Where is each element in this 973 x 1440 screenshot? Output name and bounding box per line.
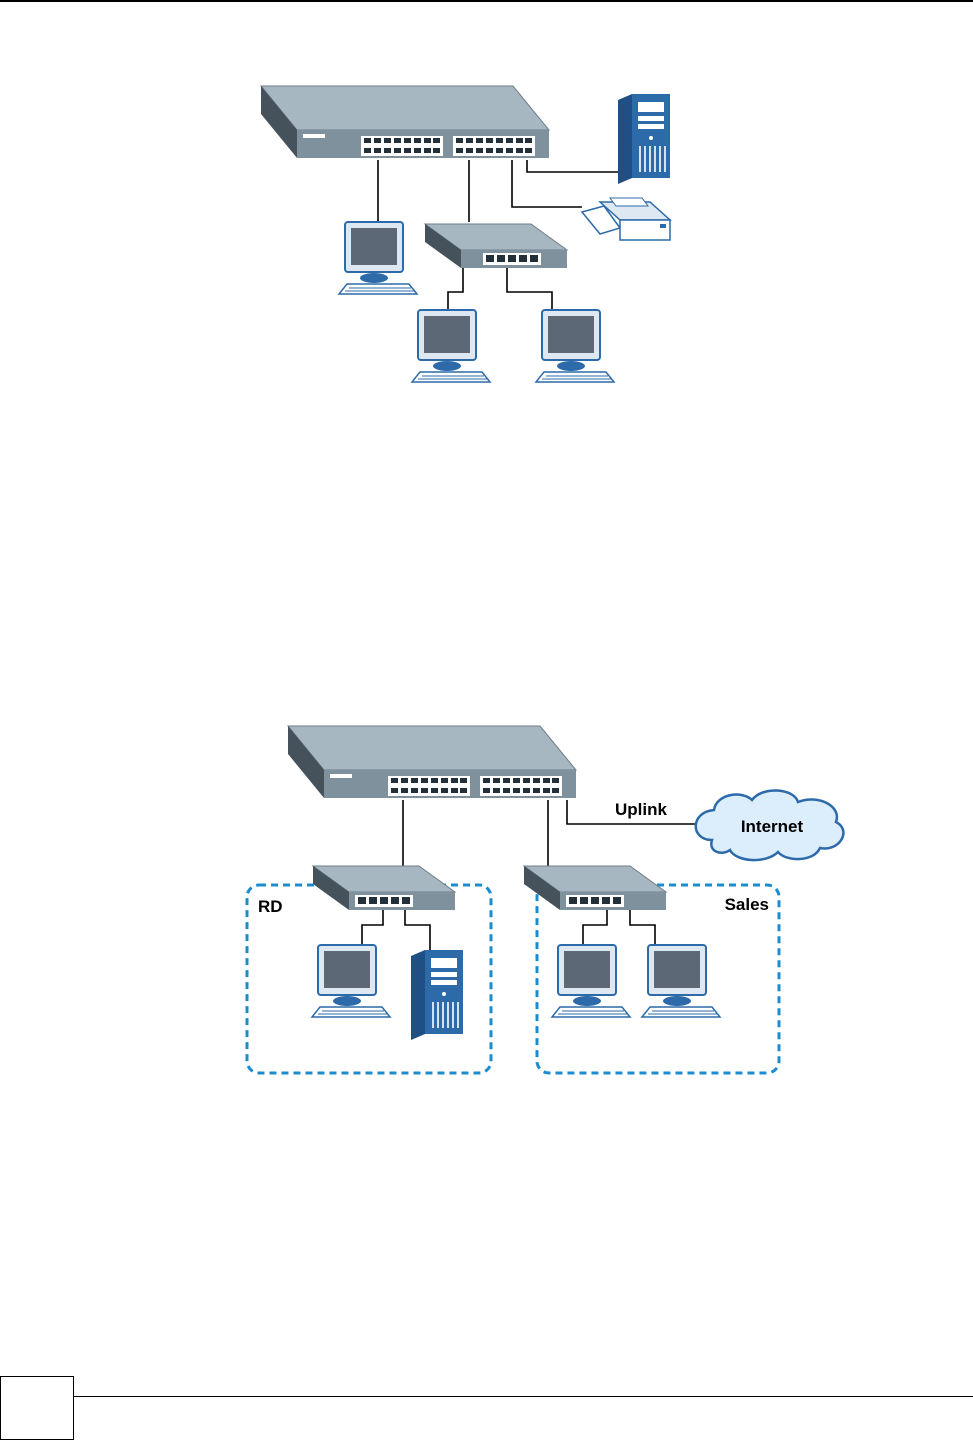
footer-rule xyxy=(74,1396,973,1397)
small-switch-icon xyxy=(524,866,666,910)
tower-server-icon xyxy=(411,950,463,1040)
desktop-computer-icon xyxy=(552,945,630,1017)
large-switch-icon xyxy=(261,86,549,158)
desktop-computer-icon xyxy=(642,945,720,1017)
desktop-computer-icon xyxy=(339,222,417,294)
small-switch-icon xyxy=(313,866,455,910)
group-label-sales: Sales xyxy=(725,895,769,914)
network-diagram-groups: RD Sales Uplink Internet xyxy=(0,700,973,1090)
network-diagram-basic xyxy=(0,0,973,400)
group-label-rd: RD xyxy=(258,897,283,916)
uplink-label: Uplink xyxy=(615,800,667,819)
page-number-box xyxy=(0,1376,74,1440)
printer-icon xyxy=(582,198,670,240)
small-switch-icon xyxy=(425,224,567,268)
desktop-computer-icon xyxy=(412,310,490,382)
desktop-computer-icon xyxy=(536,310,614,382)
large-switch-icon xyxy=(288,726,576,798)
tower-server-icon xyxy=(618,94,670,184)
internet-label: Internet xyxy=(741,817,804,836)
desktop-computer-icon xyxy=(312,945,390,1017)
